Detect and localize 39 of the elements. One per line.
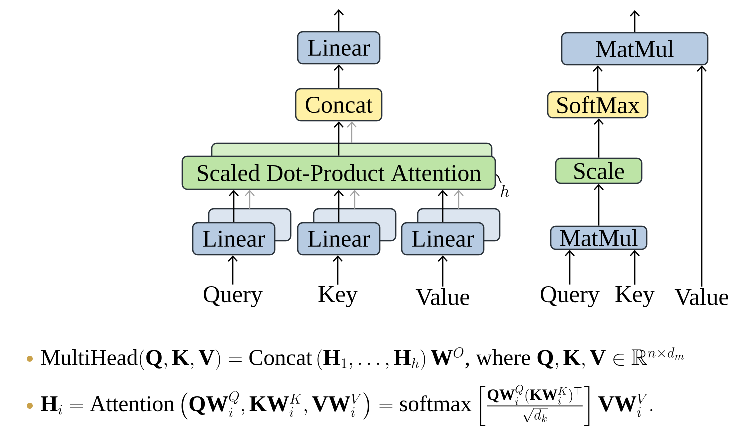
process-box: MatMul xyxy=(550,226,648,250)
input-label: Query xyxy=(541,286,600,308)
stacked-box-drawing: Linear xyxy=(297,208,397,256)
arrow xyxy=(565,250,575,285)
arrow xyxy=(333,256,343,285)
input-label: Value xyxy=(416,288,470,306)
arrow xyxy=(334,9,344,32)
stacked-box-drawing: Linear xyxy=(401,208,501,256)
process-box: MatMul xyxy=(561,32,709,66)
process-box: SoftMax xyxy=(547,91,649,119)
process-box: Scale xyxy=(555,158,643,184)
arrow xyxy=(697,66,707,287)
arrow xyxy=(228,256,238,285)
formula: $\mathbf{H}_i = \mathrm{Attention}\left(\mathbf{Q}\mathbf{W}_i^Q,\mathbf{K}\mathbf{W}_i^K,\mathbf{V}\mathbf{W}_i^V\right) = \mathrm{softmax}\left[\frac{\mathbf{Q}\mathbf{W}_i^Q(\mathbf{K}\mathbf{W}_i^K)^\top}{\sqrt{d_k}}\right]\mathbf{V}\mathbf{W}_i^V.$ xyxy=(41,385,653,426)
arrow xyxy=(594,118,604,158)
arrow xyxy=(454,190,464,209)
input-label: Query xyxy=(204,286,263,308)
arrow xyxy=(334,190,344,222)
arrow xyxy=(438,256,448,287)
process-box: Concat xyxy=(295,88,383,122)
arrow xyxy=(245,190,255,209)
formula: $\mathrm{MultiHead}(\mathbf{Q},\mathbf{K},\mathbf{V}) = \mathrm{Concat}\left(\mathbf{H}_1,\ldots,\mathbf{H}_h\right)\mathbf{W}^O\text{, where }\mathbf{Q},\mathbf{K},\mathbf{V}\in\mathbb{R}^{n\times d_m}$ xyxy=(41,348,684,370)
arrow xyxy=(347,122,357,144)
arrow xyxy=(593,66,603,92)
stacked-box-drawing: Linear xyxy=(192,208,292,256)
arrow xyxy=(229,190,239,222)
arrow xyxy=(350,190,360,209)
arrow xyxy=(630,250,640,285)
arrow xyxy=(438,190,448,222)
input-label: Key xyxy=(318,286,358,308)
input-label: Value xyxy=(674,288,728,306)
stacked-box-drawing: Scaled Dot-Product Attention xyxy=(182,142,496,190)
arrow xyxy=(594,184,604,226)
arrow xyxy=(630,10,640,32)
process-box: Linear xyxy=(297,31,381,65)
input-label: Key xyxy=(616,286,655,308)
arrow xyxy=(334,122,344,156)
arrow xyxy=(334,64,344,88)
stack-count: $h$ xyxy=(496,174,510,198)
